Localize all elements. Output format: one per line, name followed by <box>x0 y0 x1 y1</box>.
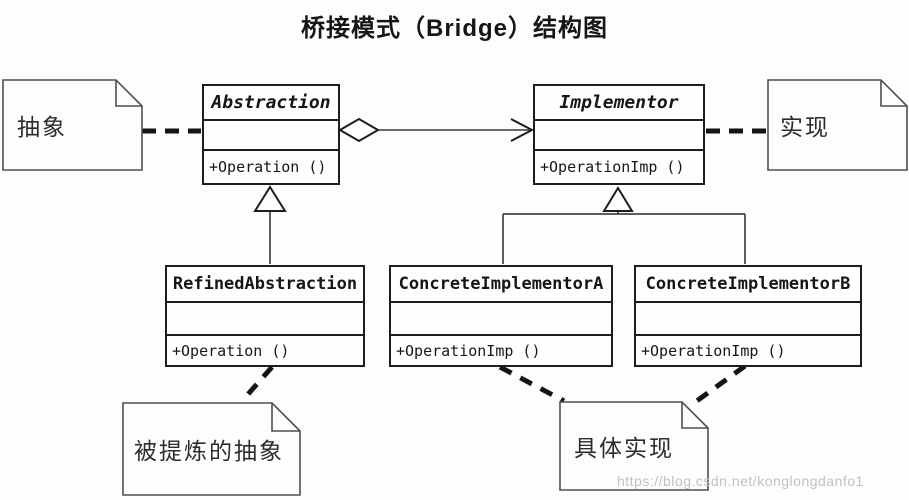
class-abstraction-name: Abstraction <box>204 86 338 121</box>
class-refined-abstraction-method: +Operation () <box>172 341 290 360</box>
note-shape-refined <box>122 402 301 496</box>
aggregation-diamond-icon <box>338 117 380 143</box>
class-concrete-implementor-a: ConcreteImplementorA +OperationImp () <box>389 265 613 367</box>
class-abstraction-attributes <box>204 121 338 151</box>
class-concrete-implementor-a-name: ConcreteImplementorA <box>391 267 611 303</box>
note-fold-icon <box>681 402 708 429</box>
class-implementor-name: Implementor <box>535 86 703 121</box>
class-abstraction-method: +Operation () <box>209 158 327 176</box>
note-attachment-refined-line <box>240 365 274 403</box>
class-concrete-implementor-b-attributes <box>636 303 860 336</box>
note-shape-abstraction <box>2 79 143 171</box>
note-shape-implementor <box>767 79 908 171</box>
generalization-triangle-abstraction-icon <box>253 185 287 212</box>
generalization-fork-lines <box>502 211 746 264</box>
open-arrowhead-icon <box>510 118 535 142</box>
class-refined-abstraction-name: RefinedAbstraction <box>167 267 363 303</box>
note-concrete-label: 具体实现 <box>574 435 674 461</box>
note-fold-icon <box>271 403 300 432</box>
class-concrete-implementor-a-method: +OperationImp () <box>396 341 541 360</box>
class-concrete-implementor-a-attributes <box>391 303 611 336</box>
class-abstraction: Abstraction +Operation () <box>202 84 340 185</box>
class-concrete-implementor-b: ConcreteImplementorB +OperationImp () <box>634 265 862 367</box>
note-fold-icon <box>880 80 907 107</box>
watermark-text: https://blog.csdn.net/konglongdanfo1 <box>617 473 864 489</box>
generalization-triangle-implementor-icon <box>602 186 634 212</box>
note-attachment-concrete-b-line <box>692 363 747 406</box>
class-implementor: Implementor +OperationImp () <box>533 84 705 185</box>
diagram-title: 桥接模式（Bridge）结构图 <box>300 15 608 42</box>
note-implementor-label: 实现 <box>780 114 830 140</box>
note-abstraction-label: 抽象 <box>17 114 67 140</box>
class-implementor-method: +OperationImp () <box>540 158 685 176</box>
class-refined-abstraction: RefinedAbstraction +Operation () <box>165 265 365 367</box>
note-fold-icon <box>115 80 142 107</box>
class-concrete-implementor-b-method: +OperationImp () <box>641 341 786 360</box>
note-shape-concrete <box>559 401 709 491</box>
class-implementor-attributes <box>535 121 703 151</box>
class-refined-abstraction-attributes <box>167 303 363 336</box>
class-concrete-implementor-b-name: ConcreteImplementorB <box>636 267 860 303</box>
note-attachment-concrete-a-line <box>498 364 566 404</box>
note-refined-label: 被提炼的抽象 <box>134 438 284 464</box>
